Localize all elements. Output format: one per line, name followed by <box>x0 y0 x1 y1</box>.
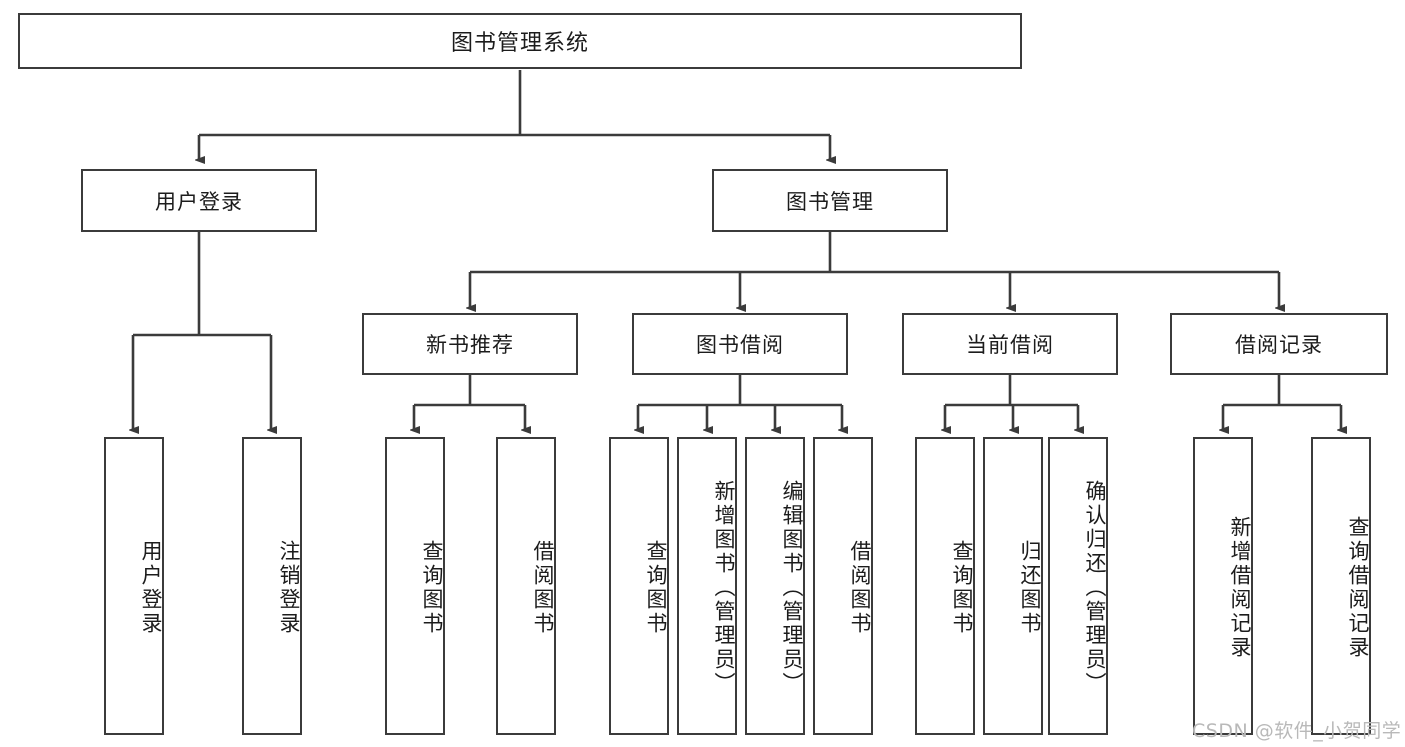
node-label: 新书推荐 <box>426 333 514 357</box>
leaf-borrow-borrow-book[interactable]: 借阅图书 <box>813 437 873 735</box>
node-new-book-recommend[interactable]: 新书推荐 <box>362 313 578 375</box>
node-label: 用户登录 <box>155 189 243 214</box>
node-label: 当前借阅 <box>966 333 1054 357</box>
leaf-user-login-signout[interactable]: 注销登录 <box>242 437 302 735</box>
leaf-record-add-record[interactable]: 新增借阅记录 <box>1193 437 1253 735</box>
node-label: 查询借阅记录 <box>1346 516 1370 660</box>
node-label: 查询图书 <box>644 540 668 636</box>
node-label: 新增图书（管理员） <box>712 480 736 696</box>
node-label: 注销登录 <box>277 540 301 636</box>
node-book-borrow[interactable]: 图书借阅 <box>632 313 848 375</box>
node-borrow-record[interactable]: 借阅记录 <box>1170 313 1388 375</box>
leaf-current-confirm-return[interactable]: 确认归还（管理员） <box>1048 437 1108 735</box>
node-label: 新增借阅记录 <box>1228 516 1252 660</box>
leaf-current-return-book[interactable]: 归还图书 <box>983 437 1043 735</box>
leaf-recommend-query-book[interactable]: 查询图书 <box>385 437 445 735</box>
node-label: 图书借阅 <box>696 333 784 357</box>
leaf-borrow-edit-book[interactable]: 编辑图书（管理员） <box>745 437 805 735</box>
node-label: 查询图书 <box>420 540 444 636</box>
node-label: 确认归还（管理员） <box>1083 480 1107 696</box>
node-label: 借阅图书 <box>531 540 555 636</box>
node-label: 图书管理 <box>786 189 874 214</box>
leaf-current-query-book[interactable]: 查询图书 <box>915 437 975 735</box>
node-label: 用户登录 <box>139 540 163 636</box>
node-root-system[interactable]: 图书管理系统 <box>18 13 1022 69</box>
node-label: 归还图书 <box>1018 540 1042 636</box>
node-label: 编辑图书（管理员） <box>780 480 804 696</box>
leaf-record-query-record[interactable]: 查询借阅记录 <box>1311 437 1371 735</box>
node-label: 借阅图书 <box>848 540 872 636</box>
node-current-borrow[interactable]: 当前借阅 <box>902 313 1118 375</box>
node-label: 图书管理系统 <box>450 31 589 56</box>
node-user-login[interactable]: 用户登录 <box>81 169 317 232</box>
leaf-recommend-borrow-book[interactable]: 借阅图书 <box>496 437 556 735</box>
leaf-user-login-signin[interactable]: 用户登录 <box>104 437 164 735</box>
watermark-text: CSDN @软件_小贺同学 <box>1192 720 1402 742</box>
leaf-borrow-add-book[interactable]: 新增图书（管理员） <box>677 437 737 735</box>
node-book-management[interactable]: 图书管理 <box>712 169 948 232</box>
leaf-borrow-query-book[interactable]: 查询图书 <box>609 437 669 735</box>
node-label: 查询图书 <box>950 540 974 636</box>
node-label: 借阅记录 <box>1235 333 1323 357</box>
